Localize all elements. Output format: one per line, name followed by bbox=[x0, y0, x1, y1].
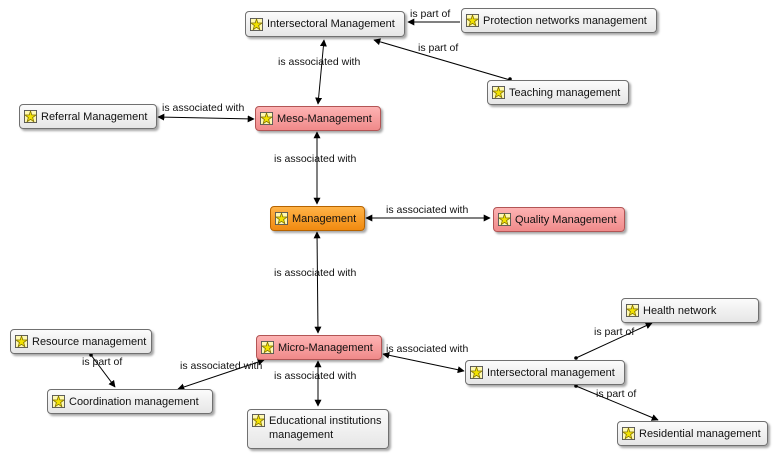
node-label: Management bbox=[292, 212, 357, 225]
node-educational-institutions-management[interactable]: Educational institutions management bbox=[247, 409, 389, 449]
concept-star-icon bbox=[622, 427, 635, 440]
node-teaching-management[interactable]: Teaching management bbox=[487, 80, 629, 105]
node-label: Referral Management bbox=[41, 110, 148, 123]
node-label: Quality Management bbox=[515, 213, 617, 226]
edge-referral-meso bbox=[157, 113, 255, 123]
edge-label-part-of-health: is part of bbox=[594, 326, 635, 338]
node-label: Intersectoral Management bbox=[267, 18, 395, 30]
edge-label-part-of-teaching: is part of bbox=[418, 42, 459, 54]
concept-star-icon bbox=[260, 112, 273, 125]
node-management[interactable]: Management bbox=[270, 206, 365, 231]
edge-label-part-of-resource: is part of bbox=[82, 356, 123, 368]
edge-label-assoc-referral-meso: is associated with bbox=[162, 102, 245, 114]
node-label: Protection networks management bbox=[483, 14, 647, 27]
edge-intersectoral-residential bbox=[575, 385, 659, 421]
node-label: Micro-Management bbox=[278, 341, 373, 354]
edge-intersectoral-meso bbox=[315, 39, 327, 105]
edge-management-micro bbox=[313, 231, 322, 334]
edge-label-part-of-residential: is part of bbox=[596, 388, 637, 400]
node-coordination-management[interactable]: Coordination management bbox=[47, 389, 213, 414]
concept-star-icon bbox=[261, 341, 274, 354]
concept-star-icon bbox=[470, 366, 483, 379]
node-meso-management[interactable]: Meso-Management bbox=[255, 106, 381, 131]
node-intersectoral-management-bottom[interactable]: Intersectoral management bbox=[465, 360, 625, 385]
edge-label-assoc-micro-educational: is associated with bbox=[274, 370, 357, 382]
concept-star-icon bbox=[52, 395, 65, 408]
concept-star-icon bbox=[492, 86, 505, 99]
edge-label-assoc-micro-coordination: is associated with bbox=[180, 360, 263, 372]
node-residential-management[interactable]: Residential management bbox=[617, 421, 768, 446]
node-label: Intersectoral management bbox=[487, 366, 615, 379]
concept-star-icon bbox=[275, 212, 288, 225]
node-health-network[interactable]: Health network bbox=[621, 298, 759, 323]
concept-star-icon bbox=[466, 14, 479, 27]
edge-micro-intersectoral bbox=[382, 351, 465, 374]
concept-star-icon bbox=[24, 110, 37, 123]
node-label: Resource management bbox=[32, 335, 147, 348]
edge-resource-coordination bbox=[90, 354, 116, 388]
edge-teaching-intersectoral bbox=[373, 38, 511, 81]
node-protection-networks-management[interactable]: Protection networks management bbox=[461, 8, 657, 33]
edge-label-assoc-meso-management: is associated with bbox=[274, 153, 357, 165]
concept-star-icon bbox=[15, 335, 28, 348]
node-label: Residential management bbox=[639, 427, 761, 440]
node-label: Meso-Management bbox=[277, 112, 372, 125]
edge-label-assoc-intersectoral-meso: is associated with bbox=[278, 56, 361, 68]
node-quality-management[interactable]: Quality Management bbox=[493, 207, 625, 232]
node-label: Teaching management bbox=[509, 86, 621, 99]
node-intersectoral-management[interactable]: Intersectoral Management bbox=[245, 11, 405, 37]
node-referral-management[interactable]: Referral Management bbox=[19, 104, 157, 129]
node-label: Coordination management bbox=[69, 395, 199, 408]
edge-label-assoc-micro-intersectoral: is associated with bbox=[386, 343, 469, 355]
concept-star-icon bbox=[252, 414, 265, 427]
node-micro-management[interactable]: Micro-Management bbox=[256, 335, 382, 360]
node-label: Educational institutions management bbox=[269, 415, 382, 441]
concept-star-icon bbox=[626, 304, 639, 317]
node-label: Health network bbox=[643, 304, 717, 317]
edge-micro-coordination bbox=[177, 358, 265, 391]
concept-star-icon bbox=[498, 213, 511, 226]
edge-label-assoc-management-quality: is associated with bbox=[386, 204, 469, 216]
concept-star-icon bbox=[250, 17, 263, 31]
edge-label-part-of-protection: is part of bbox=[410, 8, 451, 20]
edge-intersectoral-health bbox=[575, 322, 653, 359]
edge-label-assoc-management-micro: is associated with bbox=[274, 267, 357, 279]
node-resource-management[interactable]: Resource management bbox=[10, 329, 152, 354]
